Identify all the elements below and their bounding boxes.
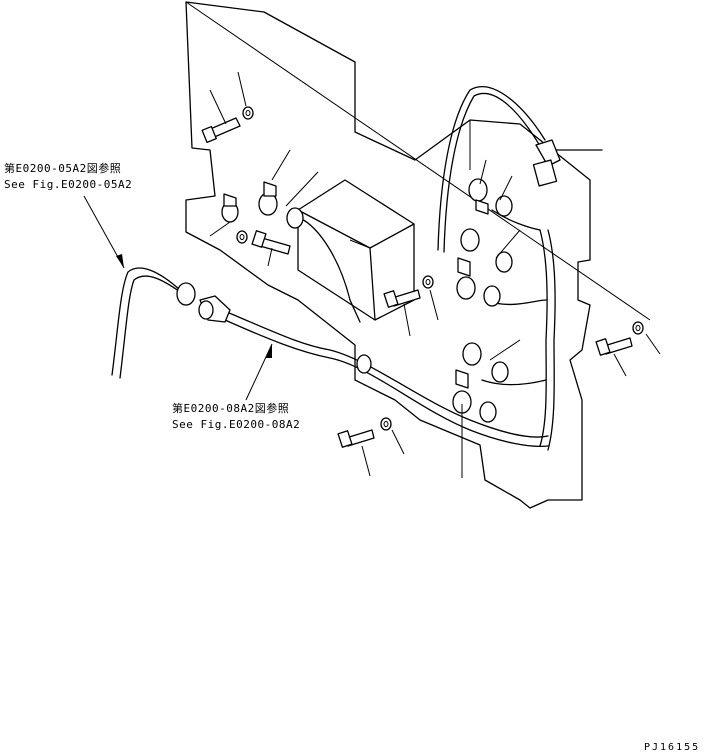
reference-label-2-jp: 第E0200-08A2図参照: [172, 402, 290, 415]
arrow-heads: [116, 254, 272, 358]
reference-label-2-en: See Fig.E0200-08A2: [172, 418, 301, 431]
mounting-panel: [185, 1, 651, 509]
washers: [236, 106, 644, 431]
bolts: [201, 117, 633, 448]
wire-harness: [111, 86, 556, 451]
connector-left: [176, 282, 231, 323]
sensor-switch: [532, 139, 603, 187]
reference-label-1-jp: 第E0200-05A2図参照: [4, 162, 122, 175]
drawing-code: PJ16155: [644, 742, 701, 753]
reference-label-1-en: See Fig.E0200-05A2: [4, 178, 133, 191]
clamps: [221, 178, 513, 423]
leader-lines: [83, 71, 661, 478]
